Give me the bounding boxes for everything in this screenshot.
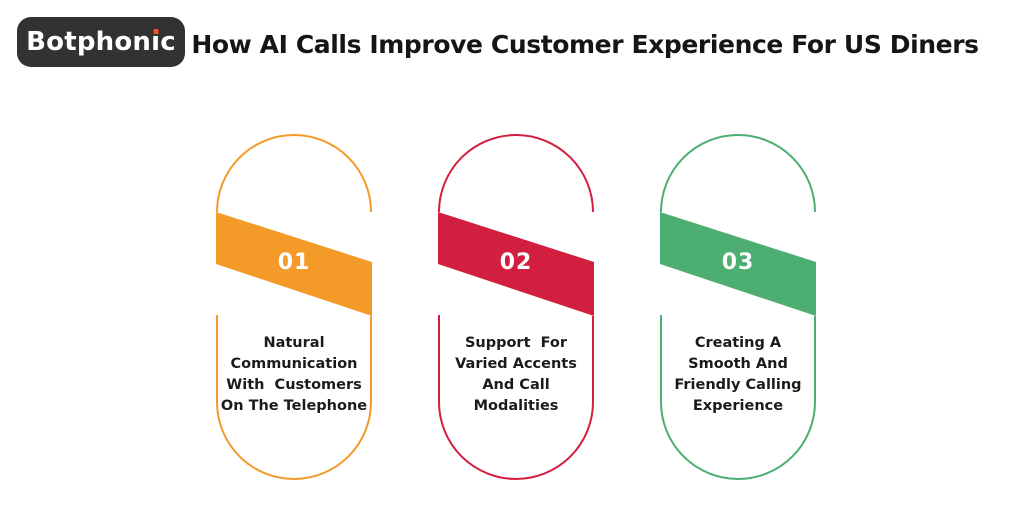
step-text-3: Creating A Smooth And Friendly Calling E… [674, 335, 802, 414]
ribbon-band-2 [438, 212, 594, 316]
step-card-2: 02 Support For Varied Accents And Call M… [438, 134, 594, 480]
logo-text-pre: Botphon [26, 27, 152, 57]
step-text-2: Support For Varied Accents And Call Moda… [455, 335, 577, 414]
logo-i-dot-icon [153, 29, 159, 34]
pill-outline-2 [438, 134, 594, 480]
ribbon-band-1 [216, 212, 372, 316]
step-text-1: Natural Communication With Customers On … [220, 335, 368, 414]
logo-letter-i: ı [151, 27, 160, 57]
pill-outline-1 [216, 134, 372, 480]
ribbon-band-3 [660, 212, 816, 316]
logo-text-post: c [160, 27, 176, 57]
step-card-3: 03 Creating A Smooth And Friendly Callin… [660, 134, 816, 480]
logo-dotless-i: ı [151, 27, 161, 57]
page-title: How AI Calls Improve Customer Experience… [191, 30, 979, 59]
step-number-2: 02 [499, 250, 533, 275]
step-number-1: 01 [277, 250, 311, 275]
pill-outline-3 [660, 134, 816, 480]
step-card-1: 01 Natural Communication With Customers … [216, 134, 372, 480]
step-number-3: 03 [721, 250, 755, 275]
